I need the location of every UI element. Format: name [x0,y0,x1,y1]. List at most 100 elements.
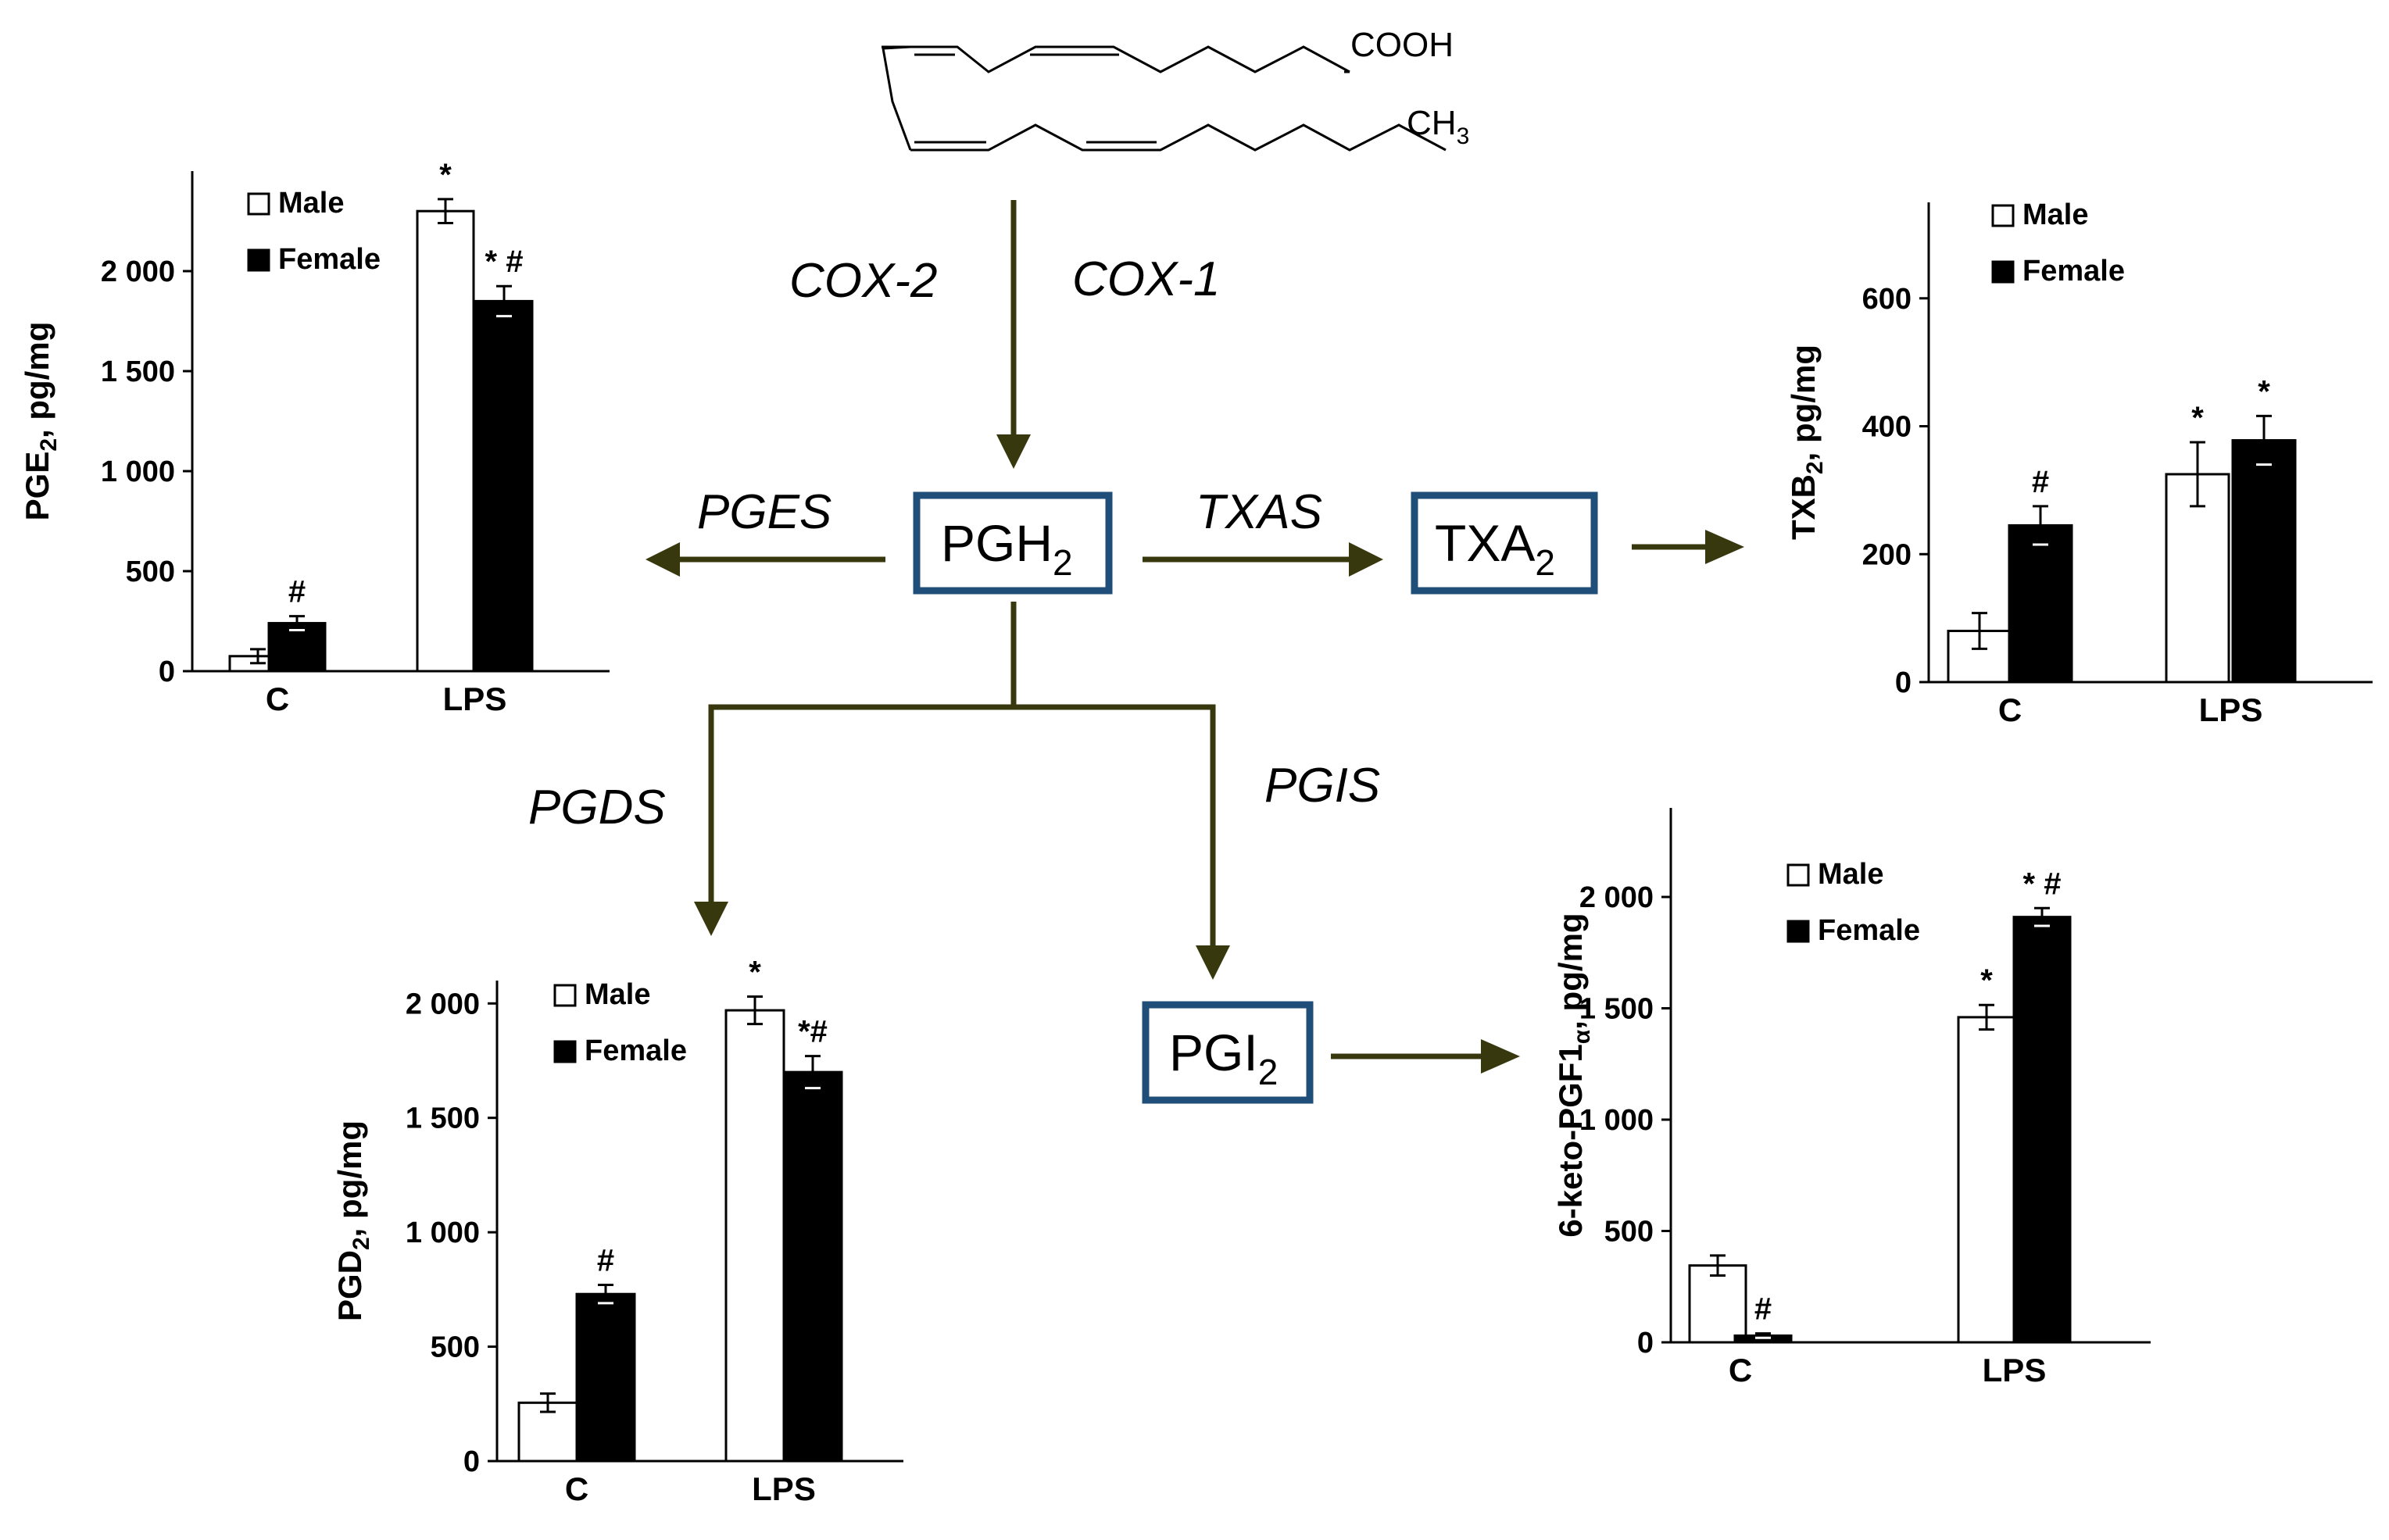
keto-legend-female-label: Female [1818,914,1920,947]
pgi2-box-border [1142,1001,1314,1104]
txb2-ytick-label: 600 [1862,283,1912,316]
pgd2-ytick-label: 1 500 [406,1102,480,1135]
enzyme-cox2: COX-2 [789,254,937,308]
keto-significance-mark: # [1754,1292,1772,1327]
pgd2-significance-mark: * [749,956,761,990]
pgd2-legend-male-label: Male [585,978,650,1011]
keto-significance-mark: * # [2023,866,2062,901]
txb2-legend-female-swatch [1991,260,2015,284]
branch-connector [708,602,1017,905]
txb2-ytick-label: 0 [1895,666,1912,699]
arrowhead-pgis [1196,945,1230,980]
keto-x-category-label: LPS [1983,1352,2047,1388]
pge2-significance-mark: * [439,158,452,192]
pge2-legend-female-swatch [247,248,270,272]
arrowhead-pgi2 [1481,1039,1520,1074]
txa2-label: TXA2 [1435,514,1555,583]
txb2-x-category-label: LPS [2199,691,2263,728]
txb2-legend-male-label: Male [2022,198,2088,231]
pge2-y-axis-label-unit: , pg/mg [19,322,55,438]
pgi2-label: PGI2 [1169,1024,1278,1092]
txb2-significance-mark: * [2258,374,2270,409]
txb2-significance-mark: * [2191,401,2204,435]
pgd2-x-category-label: LPS [752,1470,816,1507]
keto-legend-male-label: Male [1818,858,1883,891]
txb2-y-axis-label-unit: , pg/mg [1785,345,1822,461]
enzyme-txas: TXAS [1196,485,1322,539]
pgd2-ytick-label: 500 [431,1331,480,1364]
enzyme-labels: COX-2 COX-1 PGES TXAS PGDS PGIS [528,252,1380,834]
keto-ytick-label: 500 [1604,1216,1654,1249]
txb2-bar-female-lps [2231,439,2297,684]
cooh-label: COOH [1350,26,1454,64]
txb2-y-axis-label-main: TXB [1785,474,1822,540]
pge2-bar-female-lps [474,299,534,673]
branch-connector-right [1014,704,1216,949]
molecule-bottom-chain [910,123,1447,152]
txa2-box-border [1411,491,1598,595]
keto-legend-male-swatch [1786,863,1810,887]
keto-x-category-label: C [1729,1352,1752,1388]
pgd2-ytick-label: 2 000 [406,988,480,1020]
keto-ytick-label: 1 500 [1579,993,1654,1026]
arrowhead-pges [646,542,680,577]
pgd2-ytick-label: 1 000 [406,1217,480,1249]
pge2-x-category-label: C [266,681,289,717]
keto-y-axis-label: 6-keto-PGF1α, pg/mg [1552,913,1595,1237]
arrowhead-txb2 [1705,530,1744,564]
pgd2-legend-female-label: Female [585,1034,687,1067]
pge2-legend-male-swatch [247,192,270,216]
pge2-legend-female-label: Female [278,243,381,276]
pge2-bar-male-lps [416,209,475,673]
pge2-y-axis-label-main: PGE [19,452,55,521]
pge2-y-axis-label-sub: 2 [36,438,62,452]
txb2-significance-mark: # [2032,465,2049,499]
pgd2-ytick-label: 0 [463,1445,480,1478]
pge2-ytick-label: 2 000 [101,255,175,288]
arrow-heads [646,434,1744,1074]
pgd2-significance-mark: # [597,1244,614,1278]
ch3-label: CH3 [1407,104,1469,149]
keto-ytick-label: 2 000 [1579,881,1654,914]
pgd2-bar-female-lps [782,1070,843,1463]
pgd2-bar-male-lps [724,1009,785,1463]
keto-significance-mark: * [1980,963,1993,998]
pge2-significance-mark: * # [485,245,524,279]
txb2-x-category-label: C [1998,691,2022,728]
txb2-bar-female-c [2008,523,2073,684]
keto-y-axis-label-main: 6-keto-PGF1 [1552,1044,1589,1237]
txa2-box: TXA2 [1411,491,1598,595]
pgd2-bar-female-c [575,1292,636,1463]
pgd2-legend-male-swatch [553,984,577,1007]
enzyme-pges: PGES [697,485,832,539]
keto-ytick-label: 0 [1637,1327,1654,1360]
arrowhead-pgds [694,902,728,936]
chart-keto: 0 500 1 000 1 500 2 000 * # * # C LPS 6-keto-PGF1α… [1552,808,2151,1388]
keto-bar-male-c [1688,1264,1747,1344]
pge2-significance-mark: # [288,575,306,609]
pgh2-box: PGH2 [913,491,1113,595]
enzyme-pgds: PGDS [528,781,666,834]
enzyme-pgis: PGIS [1264,759,1380,813]
txb2-y-axis-label: TXB2, pg/mg [1785,345,1828,540]
keto-y-axis-label-sub: α [1569,1029,1595,1044]
pgi2-box: PGI2 [1142,1001,1314,1104]
molecule-ring-link [882,45,912,151]
arachidonic-acid-structure [882,45,1447,152]
pgd2-x-category-label: C [565,1470,588,1507]
pge2-ytick-label: 1 500 [101,356,175,388]
pgd2-significance-mark: *# [798,1015,828,1049]
txb2-ytick-label: 400 [1862,411,1912,444]
pgd2-legend-female-swatch [553,1040,577,1063]
txb2-legend-male-swatch [1991,204,2015,227]
pgh2-box-border [913,491,1113,595]
keto-ytick-label: 1 000 [1579,1104,1654,1137]
pge2-ytick-label: 0 [159,656,175,688]
keto-bar-male-lps [1957,1016,2016,1344]
pgd2-y-axis-label: PGD2, pg/mg [331,1120,374,1321]
txb2-legend-female-label: Female [2022,255,2125,288]
